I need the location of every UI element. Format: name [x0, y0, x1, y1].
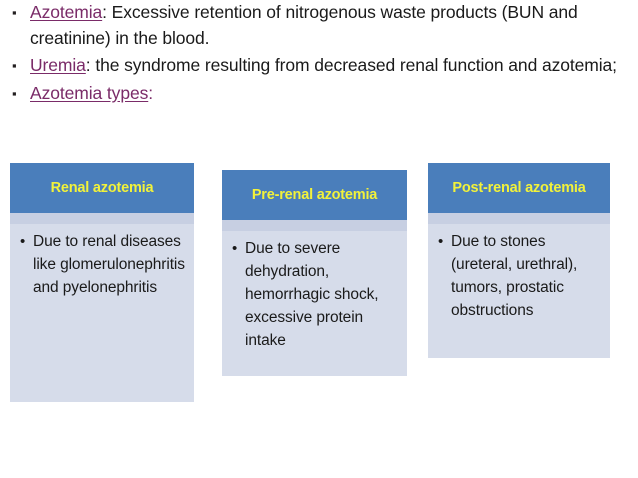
bullet-text: Azotemia types:	[30, 81, 632, 107]
round-bullet-icon: •	[232, 240, 238, 257]
square-bullet-icon: ▪	[12, 5, 17, 20]
bullet-body-text: the syndrome resulting from decreased re…	[90, 55, 617, 75]
term-separator: :	[85, 55, 91, 75]
card-post-renal-azotemia: Post-renal azotemia • Due to stones (ure…	[428, 163, 610, 358]
card-body: • Due to renal diseases like glomerulone…	[10, 224, 194, 299]
card-subband	[222, 220, 407, 231]
card-renal-azotemia: Renal azotemia • Due to renal diseases l…	[10, 163, 194, 402]
term-separator: :	[148, 82, 154, 103]
card-title: Renal azotemia	[50, 179, 154, 196]
card-title: Post-renal azotemia	[452, 179, 586, 196]
card-body-text: Due to renal diseases like glomeruloneph…	[33, 233, 185, 296]
round-bullet-icon: •	[438, 233, 444, 250]
card-header: Renal azotemia	[10, 163, 194, 213]
card-pre-renal-azotemia: Pre-renal azotemia • Due to severe dehyd…	[222, 170, 407, 376]
card-body-text: Due to severe dehydration, hemorrhagic s…	[245, 240, 379, 349]
card-title: Pre-renal azotemia	[251, 186, 378, 203]
list-item: ▪ Uremia: the syndrome resulting from de…	[0, 53, 638, 79]
bullet-text: Uremia: the syndrome resulting from decr…	[30, 53, 632, 79]
card-subband	[428, 213, 610, 224]
term-azotemia: Azotemia	[30, 2, 103, 22]
term-separator: :	[102, 2, 107, 22]
bullet-text: Azotemia: Excessive retention of nitroge…	[30, 0, 632, 51]
square-bullet-icon: ▪	[12, 58, 17, 73]
card-header: Post-renal azotemia	[428, 163, 610, 213]
card-body: • Due to stones (ureteral, urethral), tu…	[428, 224, 610, 322]
card-body: • Due to severe dehydration, hemorrhagic…	[222, 231, 407, 352]
list-item: ▪ Azotemia: Excessive retention of nitro…	[0, 0, 638, 51]
square-bullet-icon: ▪	[12, 85, 17, 101]
card-header: Pre-renal azotemia	[222, 170, 407, 220]
card-body-text: Due to stones (ureteral, urethral), tumo…	[451, 233, 578, 319]
term-uremia: Uremia	[30, 55, 86, 75]
term-azotemia-types: Azotemia types	[30, 82, 149, 103]
card-subband	[10, 213, 194, 224]
bullet-body-text: Excessive retention of nitrogenous waste…	[30, 2, 578, 48]
bullet-list: ▪ Azotemia: Excessive retention of nitro…	[0, 0, 638, 108]
list-item: ▪ Azotemia types:	[0, 81, 638, 107]
round-bullet-icon: •	[20, 233, 26, 250]
